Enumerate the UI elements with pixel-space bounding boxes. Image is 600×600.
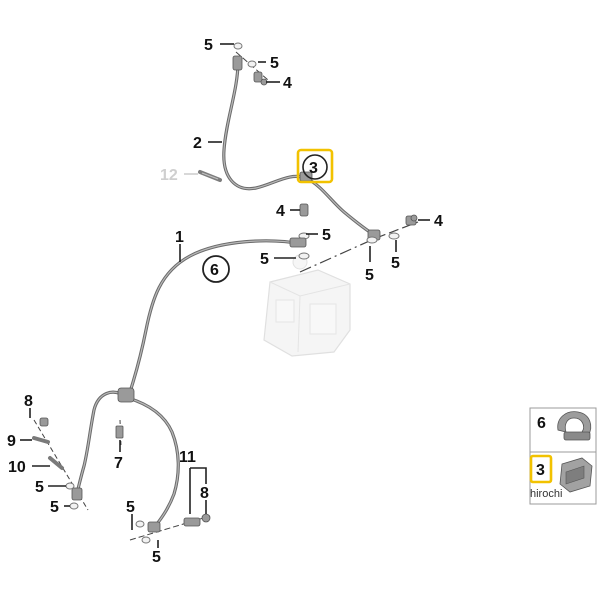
lower-hoses	[71, 387, 180, 533]
label-8-left: 8	[24, 393, 33, 410]
legend-item-6[interactable]: 6	[537, 411, 592, 441]
label-top-5-a: 5	[204, 37, 213, 54]
label-1: 1	[175, 229, 184, 246]
label-8-right: 8	[200, 485, 209, 502]
label-mid-5-a: 5	[322, 227, 331, 244]
legend-label-6: 6	[537, 415, 546, 432]
circled-label-6[interactable]: 6	[202, 255, 230, 283]
leader-lines	[20, 43, 430, 548]
label-12: 12	[160, 167, 178, 184]
label-mid-5-b: 5	[260, 251, 269, 268]
left-fittings	[32, 417, 79, 510]
abs-unit	[263, 254, 351, 357]
label-9: 9	[7, 433, 16, 450]
watermark-text: hirochi	[530, 488, 562, 500]
legend-label-3: 3	[536, 462, 545, 479]
part-labels: 5 5 4 2 12 4 5 4 1 5 5 5 8 9 10 5 5 7 11…	[7, 37, 443, 566]
label-7: 7	[114, 455, 123, 472]
right-fittings	[135, 513, 211, 544]
label-top-4: 4	[283, 75, 292, 92]
label-6: 6	[210, 262, 219, 279]
label-mid-5-d: 5	[391, 255, 400, 272]
label-10: 10	[8, 459, 26, 476]
label-bottom-5-b: 5	[152, 549, 161, 566]
label-mid-4-right: 4	[434, 213, 443, 230]
bracket-slot-icon	[565, 465, 585, 485]
label-mid-4-left: 4	[276, 203, 285, 220]
highlighted-label-3[interactable]: 3	[296, 148, 334, 184]
label-left-5-b: 5	[50, 499, 59, 516]
clip-base-icon	[563, 431, 591, 441]
top-fittings	[233, 42, 268, 86]
label-mid-5-c: 5	[365, 267, 374, 284]
mid-fittings	[298, 203, 418, 260]
legend-item-3[interactable]: 3	[529, 454, 593, 493]
brake-hose-2	[222, 55, 381, 241]
label-top-5-b: 5	[270, 55, 279, 72]
brake-hose-1	[126, 237, 307, 400]
legend-panel: 6 3 hirochi	[529, 407, 597, 505]
label-3: 3	[309, 160, 318, 177]
bolt-12	[198, 170, 222, 182]
label-bottom-5-a: 5	[126, 499, 135, 516]
label-11: 11	[179, 449, 196, 466]
label-2: 2	[193, 135, 202, 152]
label-left-5-a: 5	[35, 479, 44, 496]
